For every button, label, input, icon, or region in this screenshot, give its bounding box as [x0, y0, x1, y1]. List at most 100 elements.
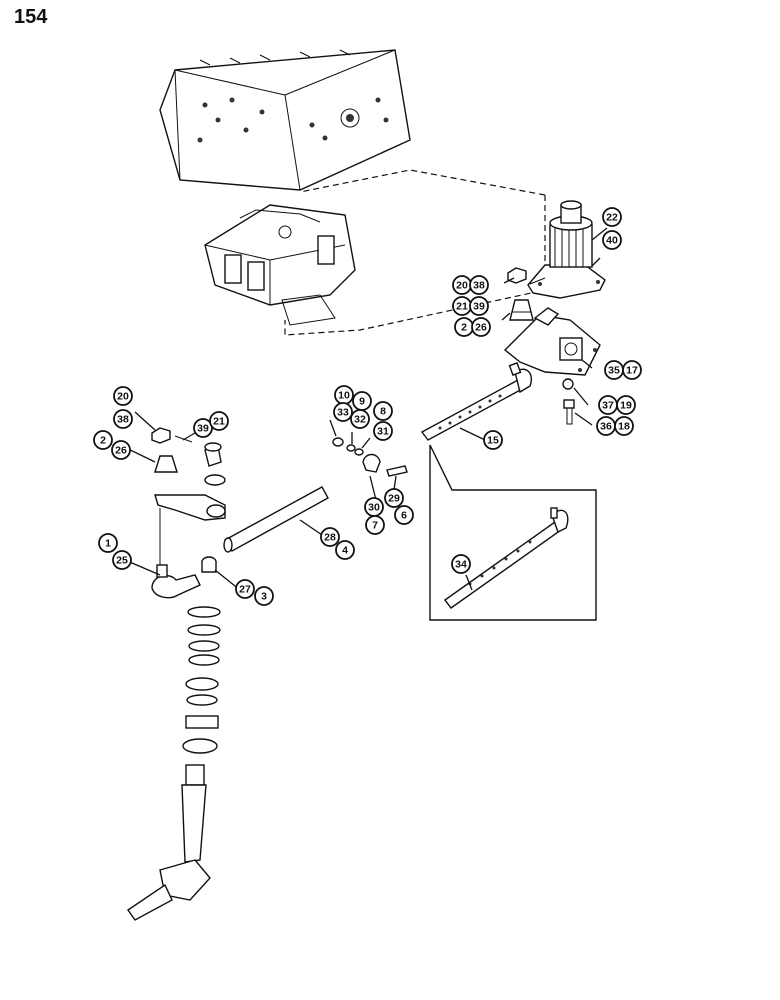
- callout-37: 37: [598, 395, 618, 415]
- callout-3: 3: [254, 586, 274, 606]
- callout-number: 28: [324, 532, 336, 544]
- callout-circle: [469, 296, 489, 316]
- callout-circle: [320, 527, 340, 547]
- callout-38-right: 38: [469, 275, 489, 295]
- callout-26-right: 26: [471, 317, 491, 337]
- splined-shaft-mount: [527, 200, 606, 299]
- callout-circle: [113, 386, 133, 406]
- callout-10: 10: [334, 385, 354, 405]
- callout-4: 4: [335, 540, 355, 560]
- washer-right: [562, 378, 574, 390]
- assembly-dashed-line: [284, 195, 546, 336]
- callout-circle: [235, 579, 255, 599]
- callout-number: 29: [388, 493, 400, 505]
- callout-circle: [483, 430, 503, 450]
- callout-19: 19: [616, 395, 636, 415]
- callout-circle: [365, 515, 385, 535]
- callout-15: 15: [483, 430, 503, 450]
- steering-spindle: [127, 764, 211, 921]
- callout-circle: [333, 402, 353, 422]
- callout-7: 7: [365, 515, 385, 535]
- callout-9: 9: [352, 391, 372, 411]
- idler-arm: [154, 494, 226, 575]
- callout-number: 17: [626, 365, 638, 377]
- callout-20-right: 20: [452, 275, 472, 295]
- callout-circle: [614, 416, 634, 436]
- callout-number: 9: [359, 396, 365, 408]
- callout-number: 40: [606, 235, 618, 247]
- callout-circle: [384, 488, 404, 508]
- callout-number: 15: [487, 435, 499, 447]
- callout-circle: [111, 440, 131, 460]
- callout-number: 2: [100, 435, 106, 447]
- callout-circle: [622, 360, 642, 380]
- callout-number: 37: [602, 400, 614, 412]
- callout-number: 8: [380, 406, 386, 418]
- callout-number: 27: [239, 584, 251, 596]
- dust-seal-right: [509, 299, 534, 321]
- callout-39-right: 39: [469, 296, 489, 316]
- callout-number: 19: [620, 400, 632, 412]
- callout-circle: [113, 409, 133, 429]
- callout-26-left: 26: [111, 440, 131, 460]
- callout-number: 20: [117, 391, 129, 403]
- steering-arm-plate: [503, 307, 601, 376]
- callout-circle: [254, 586, 274, 606]
- callout-17: 17: [622, 360, 642, 380]
- callout-number: 32: [354, 414, 366, 426]
- tractor-frame-illustration: [159, 49, 411, 191]
- callout-22: 22: [602, 207, 622, 227]
- bolt-right: [563, 399, 575, 425]
- callout-circle: [98, 533, 118, 553]
- tie-rod: [420, 362, 532, 441]
- callout-32: 32: [350, 409, 370, 429]
- callout-circle: [451, 554, 471, 574]
- callout-6: 6: [394, 505, 414, 525]
- cross-shaft: [223, 486, 329, 553]
- castle-nut-left: [151, 427, 193, 444]
- callout-20-left: 20: [113, 386, 133, 406]
- callout-number: 38: [473, 280, 485, 292]
- washer-left: [204, 474, 226, 486]
- callout-2-right: 2: [454, 317, 474, 337]
- callout-34: 34: [451, 554, 471, 574]
- inset-box: [429, 444, 597, 621]
- callout-circle: [373, 421, 393, 441]
- dust-seal-left: [154, 455, 178, 473]
- callout-21-left: 21: [209, 411, 229, 431]
- frame-dashed-line: [299, 169, 546, 196]
- callout-circle: [112, 550, 132, 570]
- callout-number: 6: [401, 510, 407, 522]
- callout-36: 36: [596, 416, 616, 436]
- callout-circle: [616, 395, 636, 415]
- callout-29: 29: [384, 488, 404, 508]
- callout-8: 8: [373, 401, 393, 421]
- callout-30: 30: [364, 497, 384, 517]
- callout-number: 3: [261, 591, 267, 603]
- callout-25: 25: [112, 550, 132, 570]
- callout-circle: [602, 207, 622, 227]
- callout-number: 7: [372, 520, 378, 532]
- callout-number: 20: [456, 280, 468, 292]
- callout-number: 31: [377, 426, 389, 438]
- callout-circle: [335, 540, 355, 560]
- callout-31: 31: [373, 421, 393, 441]
- callout-number: 2: [461, 322, 467, 334]
- small-hardware-group: [332, 437, 408, 477]
- ball-joint-end: [151, 564, 201, 599]
- callout-27: 27: [235, 579, 255, 599]
- callout-35: 35: [604, 360, 624, 380]
- callout-circle: [394, 505, 414, 525]
- callout-circle: [209, 411, 229, 431]
- callout-circle: [471, 317, 491, 337]
- callout-number: 26: [115, 445, 127, 457]
- callout-21-right: 21: [452, 296, 472, 316]
- callout-number: 21: [456, 301, 468, 313]
- callout-number: 25: [116, 555, 128, 567]
- callout-number: 4: [342, 545, 348, 557]
- callout-circle: [602, 230, 622, 250]
- callout-number: 21: [213, 416, 225, 428]
- callout-1: 1: [98, 533, 118, 553]
